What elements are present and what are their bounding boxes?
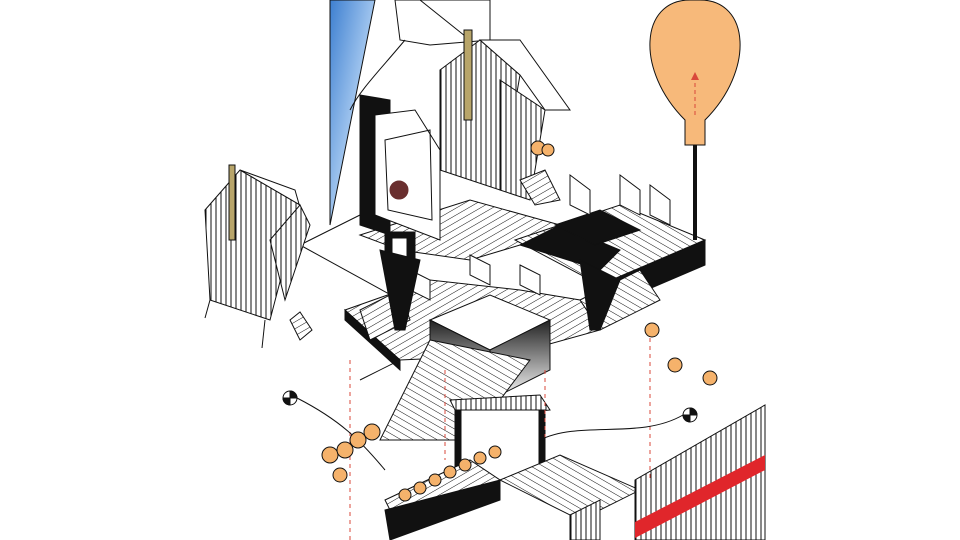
fence xyxy=(569,404,766,540)
balloon xyxy=(649,0,741,240)
lower-enclosure xyxy=(384,394,642,540)
seating xyxy=(409,174,671,301)
sign-disc xyxy=(388,179,410,201)
sky-panel xyxy=(329,0,376,226)
central-enclosure xyxy=(359,94,441,263)
hut-left xyxy=(204,164,313,349)
figures xyxy=(321,140,718,502)
hut-center xyxy=(439,29,571,206)
stairs xyxy=(359,249,661,341)
markers xyxy=(282,390,698,471)
